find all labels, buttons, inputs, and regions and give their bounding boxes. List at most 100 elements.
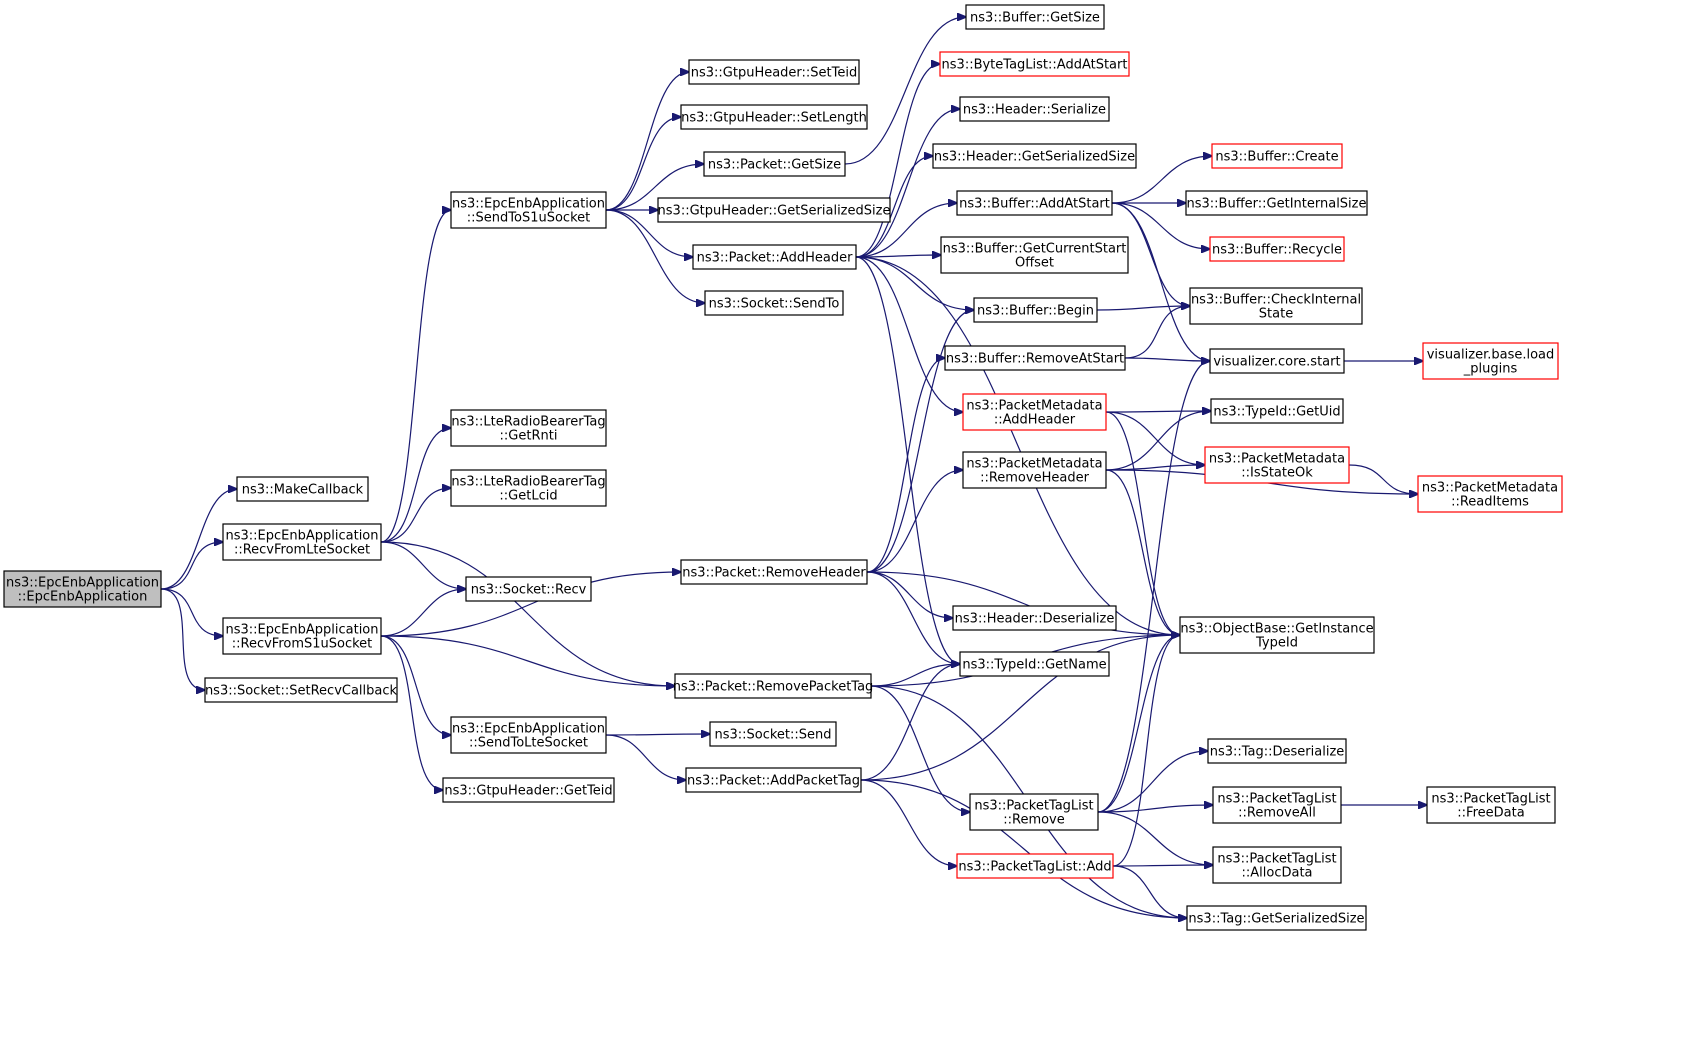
node-bytetag-box bbox=[939, 51, 1130, 77]
node-sockrecv[interactable]: ns3::Socket::Recv bbox=[465, 576, 592, 602]
node-addpkttag[interactable]: ns3::Packet::AddPacketTag bbox=[685, 767, 862, 793]
node-getlcid[interactable]: ns3::LteRadioBearerTag::GetLcid bbox=[450, 469, 607, 507]
node-addheader[interactable]: ns3::Packet::AddHeader bbox=[692, 244, 857, 270]
node-setteid[interactable]: ns3::GtpuHeader::SetTeid bbox=[688, 59, 860, 85]
node-bufaddstart-label-0: ns3::Buffer::AddAtStart bbox=[959, 197, 1110, 212]
node-socksend[interactable]: ns3::Socket::Send bbox=[709, 721, 837, 747]
node-gtpuser-label-0: ns3::GtpuHeader::GetSerializedSize bbox=[658, 204, 891, 219]
edge-addheader-to-pmaddhdr bbox=[855, 256, 963, 412]
node-bufgetcur-label-1: Offset bbox=[1015, 256, 1054, 271]
node-vizload[interactable]: visualizer.base.load_plugins bbox=[1422, 342, 1559, 380]
node-makecb-label-0: ns3::MakeCallback bbox=[242, 483, 364, 498]
edge-sendtos1u-to-setlength bbox=[605, 117, 681, 211]
node-sendtos1u[interactable]: ns3::EpcEnbApplication::SendToS1uSocket bbox=[450, 191, 607, 229]
node-recvs1u[interactable]: ns3::EpcEnbApplication::RecvFromS1uSocke… bbox=[222, 617, 382, 655]
node-socksendto[interactable]: ns3::Socket::SendTo bbox=[704, 290, 844, 316]
edge-removeheader-to-typegetname bbox=[866, 571, 960, 664]
node-gtpuser-box bbox=[657, 197, 891, 223]
node-taggetser[interactable]: ns3::Tag::GetSerializedSize bbox=[1186, 905, 1367, 931]
node-bufcheck-label-0: ns3::Buffer::CheckInternal bbox=[1191, 293, 1361, 308]
node-bufcreate-box bbox=[1211, 143, 1343, 169]
node-ptlalloc-label-0: ns3::PacketTagList bbox=[1217, 852, 1336, 867]
node-bufgetcur-box bbox=[940, 236, 1129, 274]
edge-root-to-makecb bbox=[160, 489, 237, 590]
node-ptladd[interactable]: ns3::PacketTagList::Add bbox=[956, 853, 1114, 879]
node-ptlremall[interactable]: ns3::PacketTagList::RemoveAll bbox=[1212, 786, 1342, 824]
node-ptlremove[interactable]: ns3::PacketTagList::Remove bbox=[969, 793, 1099, 831]
node-removeheader-box bbox=[680, 559, 868, 585]
node-pmisstate-box bbox=[1204, 446, 1350, 484]
node-pmremhdr[interactable]: ns3::PacketMetadata::RemoveHeader bbox=[962, 451, 1107, 489]
node-hdrdeser[interactable]: ns3::Header::Deserialize bbox=[952, 605, 1117, 631]
edge-removeheader-to-bufremstart bbox=[866, 358, 945, 573]
node-bufrecycle[interactable]: ns3::Buffer::Recycle bbox=[1209, 236, 1345, 262]
edge-bufremstart-to-vizstart bbox=[1124, 358, 1210, 361]
edge-ptladd-to-objgetinst bbox=[1112, 635, 1180, 867]
edge-root-to-setrecvcb bbox=[160, 588, 205, 690]
node-getrnti[interactable]: ns3::LteRadioBearerTag::GetRnti bbox=[450, 409, 607, 447]
node-ptlfree-box bbox=[1426, 786, 1556, 824]
node-makecb[interactable]: ns3::MakeCallback bbox=[236, 476, 369, 502]
node-tagdeser[interactable]: ns3::Tag::Deserialize bbox=[1207, 738, 1347, 764]
node-ptlremove-label-0: ns3::PacketTagList bbox=[974, 799, 1093, 814]
node-bufaddstart[interactable]: ns3::Buffer::AddAtStart bbox=[956, 190, 1113, 216]
node-bufcreate[interactable]: ns3::Buffer::Create bbox=[1211, 143, 1343, 169]
edge-addheader-to-bytetag bbox=[855, 64, 940, 258]
node-addheader-label-0: ns3::Packet::AddHeader bbox=[697, 251, 853, 266]
node-hdrdeser-label-0: ns3::Header::Deserialize bbox=[955, 612, 1115, 627]
node-vizstart-box bbox=[1209, 348, 1345, 374]
node-ptlalloc-label-1: ::AllocData bbox=[1241, 866, 1312, 881]
node-typegetname-label-0: ns3::TypeId::GetName bbox=[962, 658, 1106, 673]
node-recvlte[interactable]: ns3::EpcEnbApplication::RecvFromLteSocke… bbox=[222, 523, 382, 561]
node-addpkttag-label-0: ns3::Packet::AddPacketTag bbox=[687, 774, 860, 789]
node-removepkttag[interactable]: ns3::Packet::RemovePacketTag bbox=[673, 673, 874, 699]
node-sendtos1u-label-0: ns3::EpcEnbApplication bbox=[452, 197, 605, 212]
edge-root-to-recvs1u bbox=[160, 588, 223, 636]
node-vizstart[interactable]: visualizer.core.start bbox=[1209, 348, 1345, 374]
node-ptladd-label-0: ns3::PacketTagList::Add bbox=[958, 860, 1111, 875]
node-bytetag[interactable]: ns3::ByteTagList::AddAtStart bbox=[939, 51, 1130, 77]
edge-recvs1u-to-removeheader bbox=[380, 572, 681, 637]
node-addheader-box bbox=[692, 244, 857, 270]
node-getteid[interactable]: ns3::GtpuHeader::GetTeid bbox=[442, 777, 615, 803]
edge-recvlte-to-sendtos1u bbox=[380, 210, 451, 543]
node-pmisstate-label-0: ns3::PacketMetadata bbox=[1209, 452, 1345, 467]
node-pktgetsize[interactable]: ns3::Packet::GetSize bbox=[703, 151, 846, 177]
node-typegetname[interactable]: ns3::TypeId::GetName bbox=[959, 651, 1110, 677]
edge-addpkttag-to-typegetname bbox=[860, 664, 960, 781]
node-sockrecv-label-0: ns3::Socket::Recv bbox=[471, 583, 587, 598]
edge-ptlremove-to-vizstart bbox=[1097, 361, 1210, 813]
node-ptlalloc[interactable]: ns3::PacketTagList::AllocData bbox=[1212, 846, 1342, 884]
edge-bufbegin-to-bufcheck bbox=[1096, 306, 1190, 311]
node-setrecvcb[interactable]: ns3::Socket::SetRecvCallback bbox=[204, 677, 398, 703]
node-hdrser[interactable]: ns3::Header::Serialize bbox=[959, 96, 1110, 122]
node-getteid-box bbox=[442, 777, 615, 803]
node-pmisstate-label-1: ::IsStateOk bbox=[1241, 466, 1313, 481]
node-ptlremall-label-1: ::RemoveAll bbox=[1238, 806, 1316, 821]
node-root[interactable]: ns3::EpcEnbApplication::EpcEnbApplicatio… bbox=[3, 570, 162, 608]
node-setrecvcb-label-0: ns3::Socket::SetRecvCallback bbox=[205, 684, 398, 699]
node-bufgetsize[interactable]: ns3::Buffer::GetSize bbox=[965, 4, 1105, 30]
node-pmreaditems[interactable]: ns3::PacketMetadata::ReadItems bbox=[1417, 475, 1563, 513]
node-hdrgetser[interactable]: ns3::Header::GetSerializedSize bbox=[932, 143, 1137, 169]
edge-sendtolte-to-socksend bbox=[605, 734, 710, 735]
node-bufgetint[interactable]: ns3::Buffer::GetInternalSize bbox=[1185, 190, 1368, 216]
edge-recvs1u-to-sendtolte bbox=[380, 635, 451, 735]
node-pmisstate[interactable]: ns3::PacketMetadata::IsStateOk bbox=[1204, 446, 1350, 484]
node-gtpuser[interactable]: ns3::GtpuHeader::GetSerializedSize bbox=[657, 197, 891, 223]
node-sendtolte[interactable]: ns3::EpcEnbApplication::SendToLteSocket bbox=[450, 716, 607, 754]
node-bufgetcur-label-0: ns3::Buffer::GetCurrentStart bbox=[943, 242, 1127, 257]
node-pmaddhdr[interactable]: ns3::PacketMetadata::AddHeader bbox=[962, 393, 1107, 431]
node-pktgetsize-label-0: ns3::Packet::GetSize bbox=[708, 158, 841, 173]
node-taggetser-box bbox=[1186, 905, 1367, 931]
node-typegetuid[interactable]: ns3::TypeId::GetUid bbox=[1210, 398, 1344, 424]
node-bufbegin[interactable]: ns3::Buffer::Begin bbox=[973, 297, 1098, 323]
node-ptlfree[interactable]: ns3::PacketTagList::FreeData bbox=[1426, 786, 1556, 824]
node-removeheader[interactable]: ns3::Packet::RemoveHeader bbox=[680, 559, 868, 585]
edge-sendtos1u-to-pktgetsize bbox=[605, 164, 704, 211]
node-setlength[interactable]: ns3::GtpuHeader::SetLength bbox=[680, 104, 868, 130]
node-bufremstart[interactable]: ns3::Buffer::RemoveAtStart bbox=[944, 345, 1126, 371]
